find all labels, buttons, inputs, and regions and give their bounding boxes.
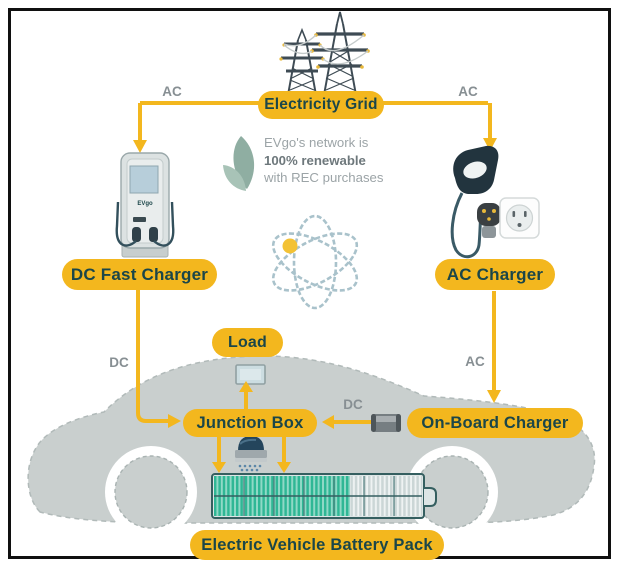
battery-pack-icon [211,473,437,519]
node-electricity-grid: Electricity Grid [258,91,384,119]
arrowhead-to-junction-right [322,415,334,429]
load-device-icon [235,364,266,385]
arrowhead-to-battery-left [212,462,226,473]
arrowhead-to-junction-left [168,414,181,428]
atom-icon [271,214,359,310]
node-dc-fast-charger: DC Fast Charger [62,259,217,290]
node-junction-box: Junction Box [183,409,317,437]
arrowhead-to-ac-charger [483,138,497,151]
power-outlet-icon [499,197,540,239]
node-on-board-charger: On-Board Charger [407,408,583,438]
flow-label-ac-top-right: AC [458,84,478,99]
renewable-note-line3: with REC purchases [264,170,384,185]
renewable-note-line1: EVgo's network is [264,135,369,150]
flow-label-dc-mid: DC [343,397,363,412]
dc-dc-converter-icon [371,414,401,432]
renewable-note: EVgo's network is 100% renewable with RE… [264,134,414,187]
arrowhead-to-battery-right [277,462,291,473]
flow-label-ac-top-left: AC [162,84,182,99]
ac-charger-plug-icon [450,145,501,259]
flow-label-dc-left: DC [109,355,129,370]
car-silhouette [27,355,596,538]
motor-unit-icon [235,436,267,472]
transmission-towers-icon [279,11,370,96]
dc-fast-charger-kiosk-icon: EVgo [115,152,175,258]
renewable-note-line2: 100% renewable [264,152,366,168]
node-battery-pack: Electric Vehicle Battery Pack [190,530,444,560]
arrowhead-to-onboard [487,390,501,403]
atom-electron-dot [282,238,298,254]
kiosk-logo-text: EVgo [137,201,153,207]
node-load: Load [212,328,283,357]
arrowhead-to-load [239,381,253,392]
renewable-leaf-icon [223,136,255,191]
car-flow-lines [136,290,496,462]
arrowhead-to-dc-charger [133,140,147,153]
node-ac-charger: AC Charger [435,259,555,290]
flow-label-ac-right: AC [465,354,485,369]
